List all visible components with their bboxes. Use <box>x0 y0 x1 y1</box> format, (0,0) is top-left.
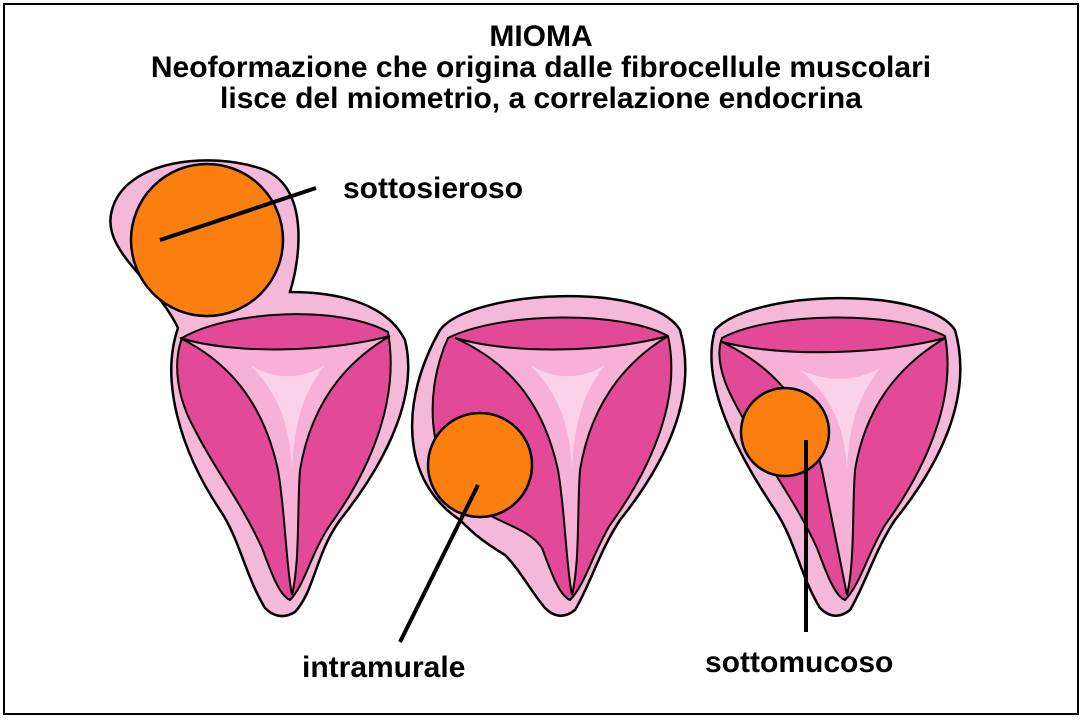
label-submucosal: sottomucoso <box>705 646 893 680</box>
leader-line-intramural <box>400 485 478 642</box>
uterus-intramural <box>412 296 685 616</box>
myoma-intramural <box>428 413 532 517</box>
label-intramural: intramurale <box>302 651 465 685</box>
uterus-submucosal <box>711 298 960 616</box>
myoma-subserosal <box>131 164 283 316</box>
myoma-submucosal <box>741 388 829 476</box>
label-subserosal: sottosieroso <box>343 172 523 206</box>
uterus-subserosal <box>110 160 408 616</box>
